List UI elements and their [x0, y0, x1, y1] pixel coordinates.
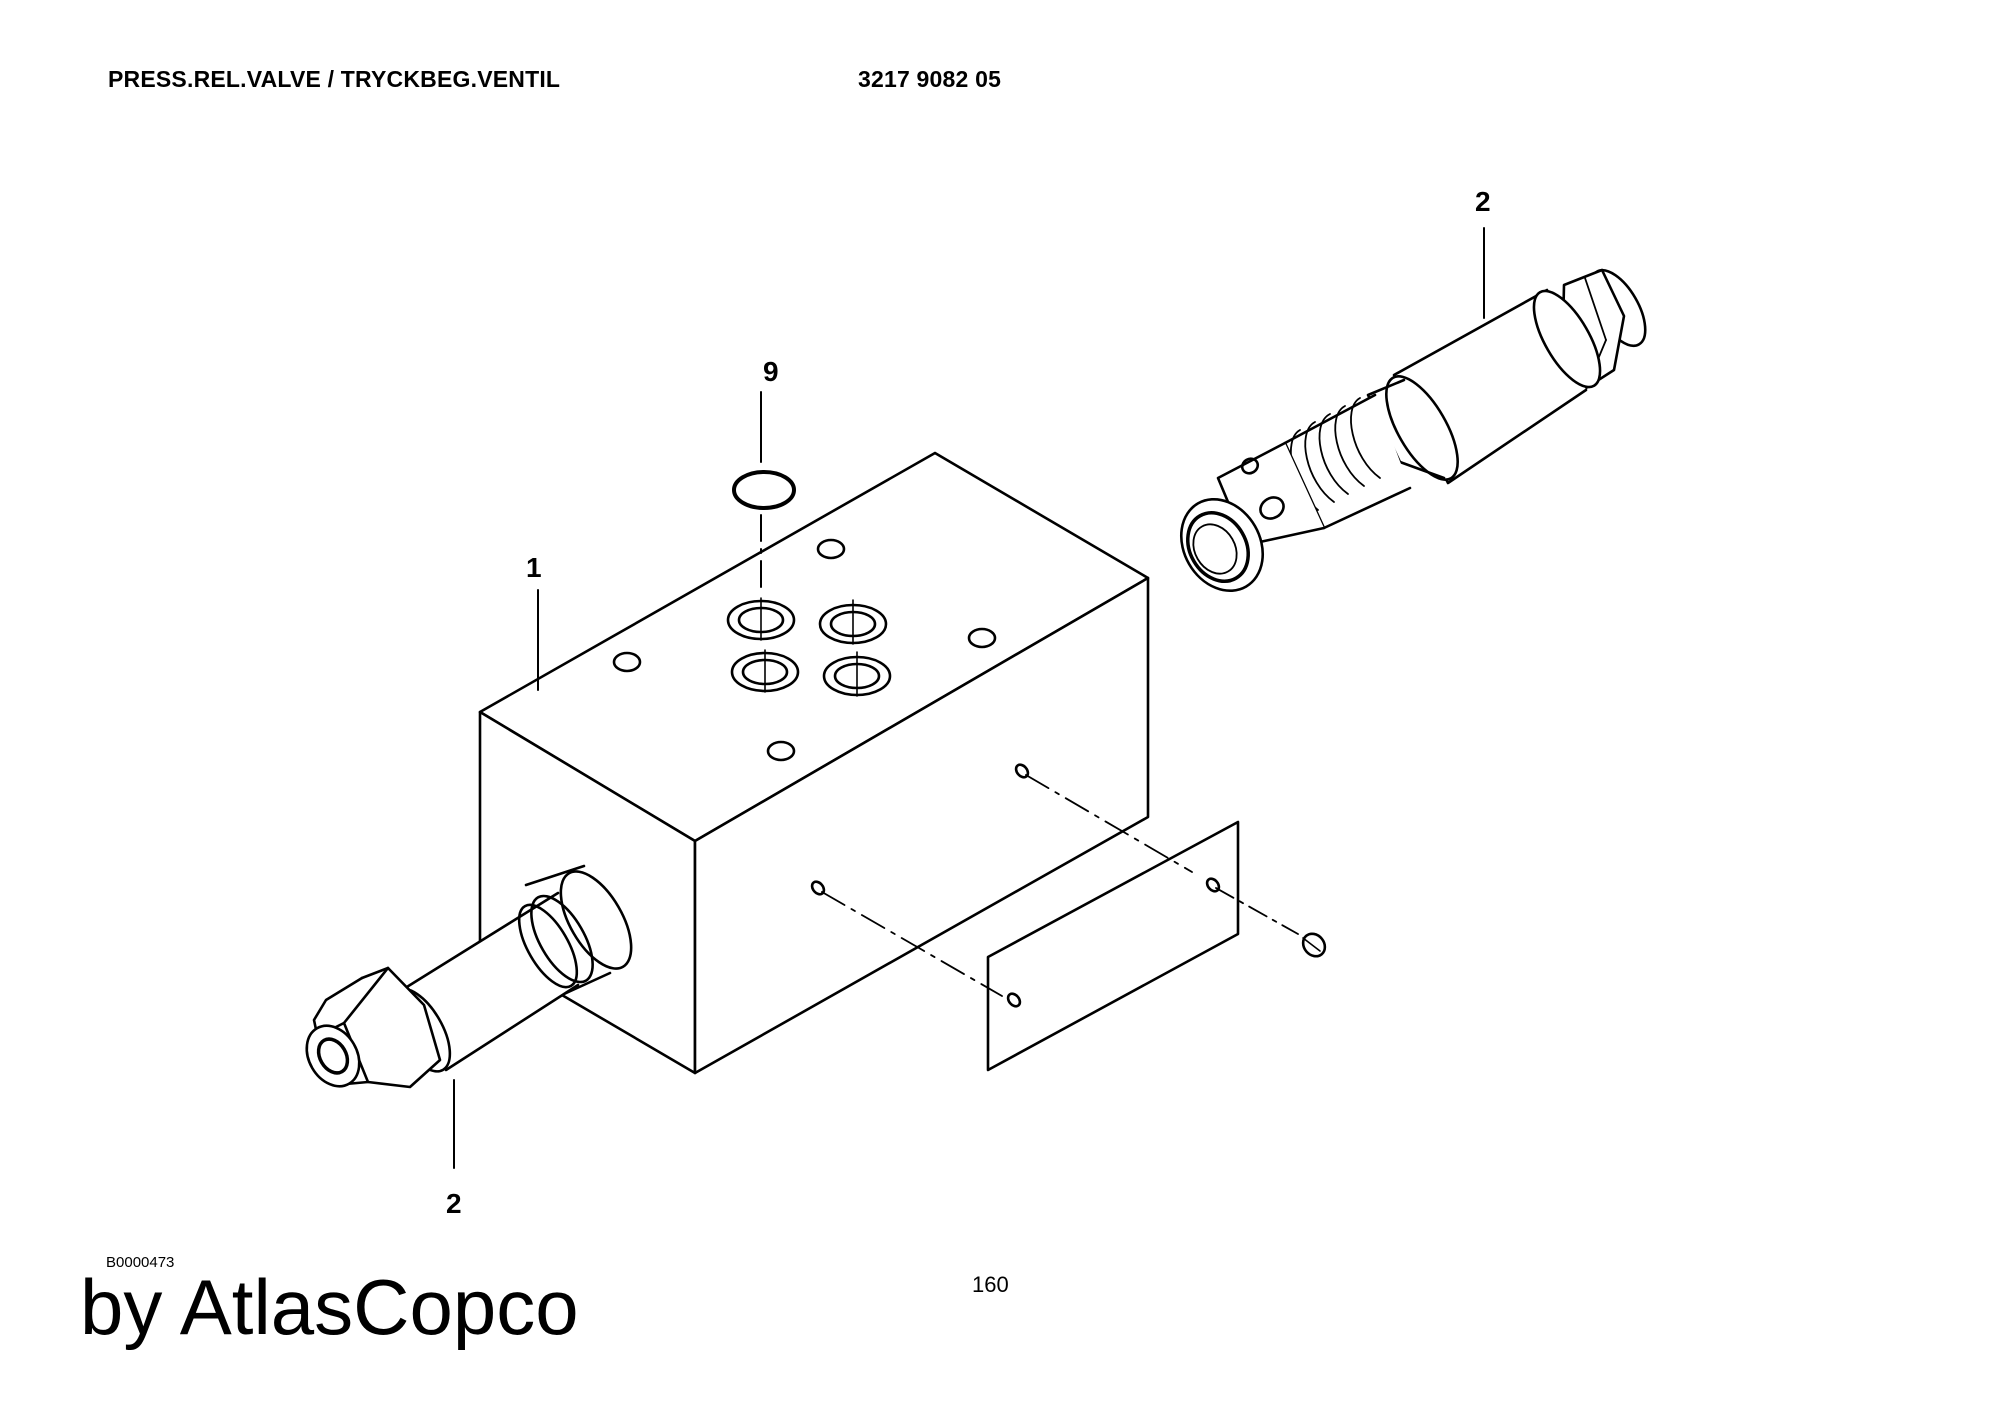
top-face-ports: [612, 538, 997, 762]
page-number: 160: [972, 1272, 1009, 1297]
drawing-reference: B0000473: [106, 1254, 175, 1271]
nameplate-assembly: [810, 763, 1327, 1072]
brand-watermark: by AtlasCopco: [80, 1263, 579, 1351]
document-title: PRESS.REL.VALVE / TRYCKBEG.VENTIL: [108, 66, 561, 92]
part-number: 3217 9082 05: [858, 66, 1002, 92]
callout-item-2-lower: 2: [446, 1188, 462, 1219]
valve-block: [478, 451, 1150, 1075]
callout-item-2-upper: 2: [1475, 186, 1491, 217]
o-ring: [732, 391, 796, 593]
callout-item-9: 9: [763, 356, 779, 387]
callout-item-1: 1: [526, 552, 542, 583]
relief-cartridge-upper: [1179, 227, 1647, 593]
relief-cartridge-lower: [305, 864, 633, 1169]
